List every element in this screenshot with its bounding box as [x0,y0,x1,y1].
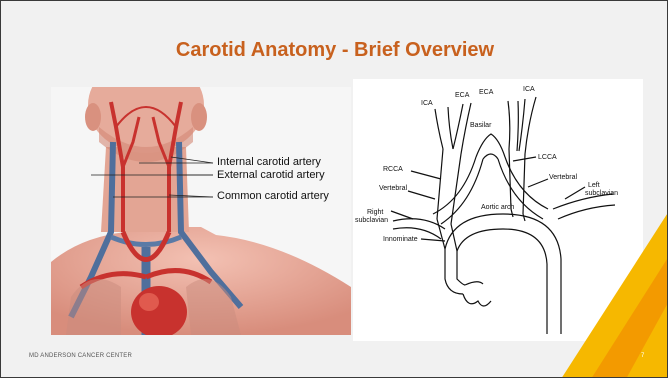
footer-text: MD ANDERSON CANCER CENTER [29,353,132,359]
page-number: 7 [641,353,644,359]
